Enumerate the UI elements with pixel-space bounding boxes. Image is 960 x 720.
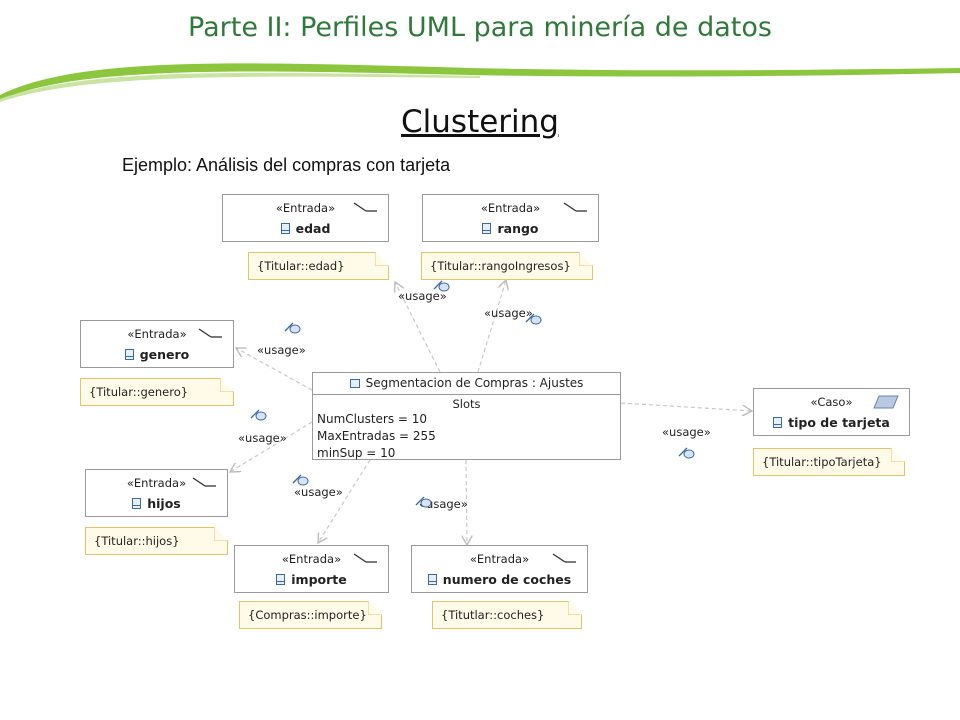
- note-rango: {Titular::rangoIngresos}: [421, 252, 593, 280]
- class-icon: [427, 574, 437, 585]
- class-icon: [482, 223, 492, 234]
- slot-numclusters: NumClusters = 10: [317, 412, 428, 426]
- constraint-text: {Titutlar::coches}: [441, 608, 545, 622]
- slide-title: Parte II: Perfiles UML para minería de d…: [188, 12, 772, 43]
- node-numero-de-coches[interactable]: «Entrada» numero de coches: [411, 545, 588, 593]
- dependency-icon: [415, 496, 432, 508]
- node-name: tipo de tarjeta: [788, 415, 890, 430]
- association-arrow-icon: [192, 477, 216, 487]
- node-stereotype: «Entrada»: [469, 552, 530, 566]
- note-hijos: {Titular::hijos}: [85, 527, 228, 555]
- dependency-icon: [525, 313, 542, 325]
- node-name: genero: [139, 347, 190, 362]
- class-icon: [124, 349, 134, 360]
- usage-label-coches: «usage»: [419, 497, 468, 511]
- node-name: rango: [497, 221, 539, 236]
- association-arrow-icon: [353, 553, 377, 563]
- page-heading: Clustering: [401, 104, 559, 140]
- note-fold-icon: [375, 252, 389, 266]
- node-name: importe: [291, 572, 347, 587]
- class-icon: [773, 417, 783, 428]
- node-name: edad: [295, 221, 331, 236]
- dependency-icon: [250, 409, 267, 421]
- note-tarjeta: {Titular::tipoTarjeta}: [753, 448, 905, 476]
- node-stereotype: «Entrada»: [480, 201, 541, 215]
- usage-link-rango: [477, 280, 506, 373]
- node-name: hijos: [147, 496, 181, 511]
- node-importe[interactable]: «Entrada» importe: [234, 545, 389, 593]
- node-edad[interactable]: «Entrada» edad: [222, 194, 389, 242]
- usage-label-hijos: «usage»: [238, 431, 287, 445]
- node-stereotype: «Entrada»: [127, 327, 187, 341]
- slot-minsup: minSup = 10: [317, 446, 396, 460]
- instance-title: Segmentacion de Compras : Ajustes: [365, 376, 584, 390]
- node-stereotype: «Entrada»: [281, 552, 342, 566]
- usage-link-edad: [395, 282, 441, 373]
- node-hijos[interactable]: «Entrada» hijos: [85, 469, 228, 517]
- constraint-text: {Titular::hijos}: [94, 534, 180, 548]
- association-arrow-icon: [563, 202, 587, 212]
- node-name: numero de coches: [442, 572, 572, 587]
- usage-label-importe: «usage»: [294, 485, 343, 499]
- slots-title: Slots: [452, 397, 481, 411]
- slot-maxentradas: MaxEntradas = 255: [317, 429, 436, 443]
- note-edad: {Titular::edad}: [248, 252, 389, 280]
- usage-link-genero: [236, 348, 313, 391]
- dependency-icon: [284, 322, 301, 334]
- association-arrow-icon: [353, 202, 377, 212]
- usage-link-tarjeta: [620, 402, 752, 411]
- class-icon: [276, 574, 286, 585]
- usage-label-rango: «usage»: [484, 306, 533, 320]
- note-genero: {Titular::genero}: [80, 378, 234, 406]
- usage-link-hijos: [230, 421, 313, 472]
- constraint-text: {Titular::tipoTarjeta}: [762, 455, 882, 469]
- usage-link-coches: [466, 459, 467, 545]
- dependency-icon: [678, 447, 695, 459]
- usage-label-genero: «usage»: [257, 343, 306, 357]
- instance-icon: [349, 379, 360, 388]
- node-rango[interactable]: «Entrada» rango: [422, 194, 599, 242]
- dependency-icon: [433, 280, 450, 292]
- dependency-icon: [292, 474, 309, 486]
- association-arrow-icon: [198, 328, 222, 338]
- association-arrow-icon: [552, 553, 576, 563]
- constraint-text: {Compras::importe}: [248, 608, 367, 622]
- note-fold-icon: [568, 601, 582, 615]
- header-swoosh: [0, 63, 960, 102]
- usage-label-tarjeta: «usage»: [662, 425, 711, 439]
- node-stereotype: «Entrada»: [126, 476, 187, 490]
- constraint-text: {Titular::rangoIngresos}: [430, 259, 571, 273]
- note-fold-icon: [214, 527, 228, 541]
- note-fold-icon: [220, 378, 234, 392]
- note-fold-icon: [368, 601, 382, 615]
- usage-label-edad: «usage»: [398, 289, 447, 303]
- page-subtitle: Ejemplo: Análisis del compras con tarjet…: [122, 155, 451, 175]
- note-fold-icon: [579, 252, 593, 266]
- segmentation-instance[interactable]: Segmentacion de Compras : Ajustes Slots …: [312, 372, 621, 460]
- node-genero[interactable]: «Entrada» genero: [80, 320, 234, 368]
- node-stereotype: «Entrada»: [275, 201, 336, 215]
- class-icon: [132, 498, 142, 509]
- case-parallelogram-icon: [873, 395, 899, 409]
- note-fold-icon: [891, 448, 905, 462]
- node-stereotype: «Caso»: [810, 395, 853, 409]
- constraint-text: {Titular::edad}: [257, 259, 345, 273]
- constraint-text: {Titular::genero}: [89, 385, 189, 399]
- instance-header: Segmentacion de Compras : Ajustes: [313, 373, 620, 395]
- usage-link-importe: [318, 459, 371, 543]
- note-coches: {Titutlar::coches}: [432, 601, 582, 629]
- class-icon: [280, 223, 290, 234]
- note-importe: {Compras::importe}: [239, 601, 382, 629]
- node-tipo-de-tarjeta[interactable]: «Caso» tipo de tarjeta: [753, 388, 910, 436]
